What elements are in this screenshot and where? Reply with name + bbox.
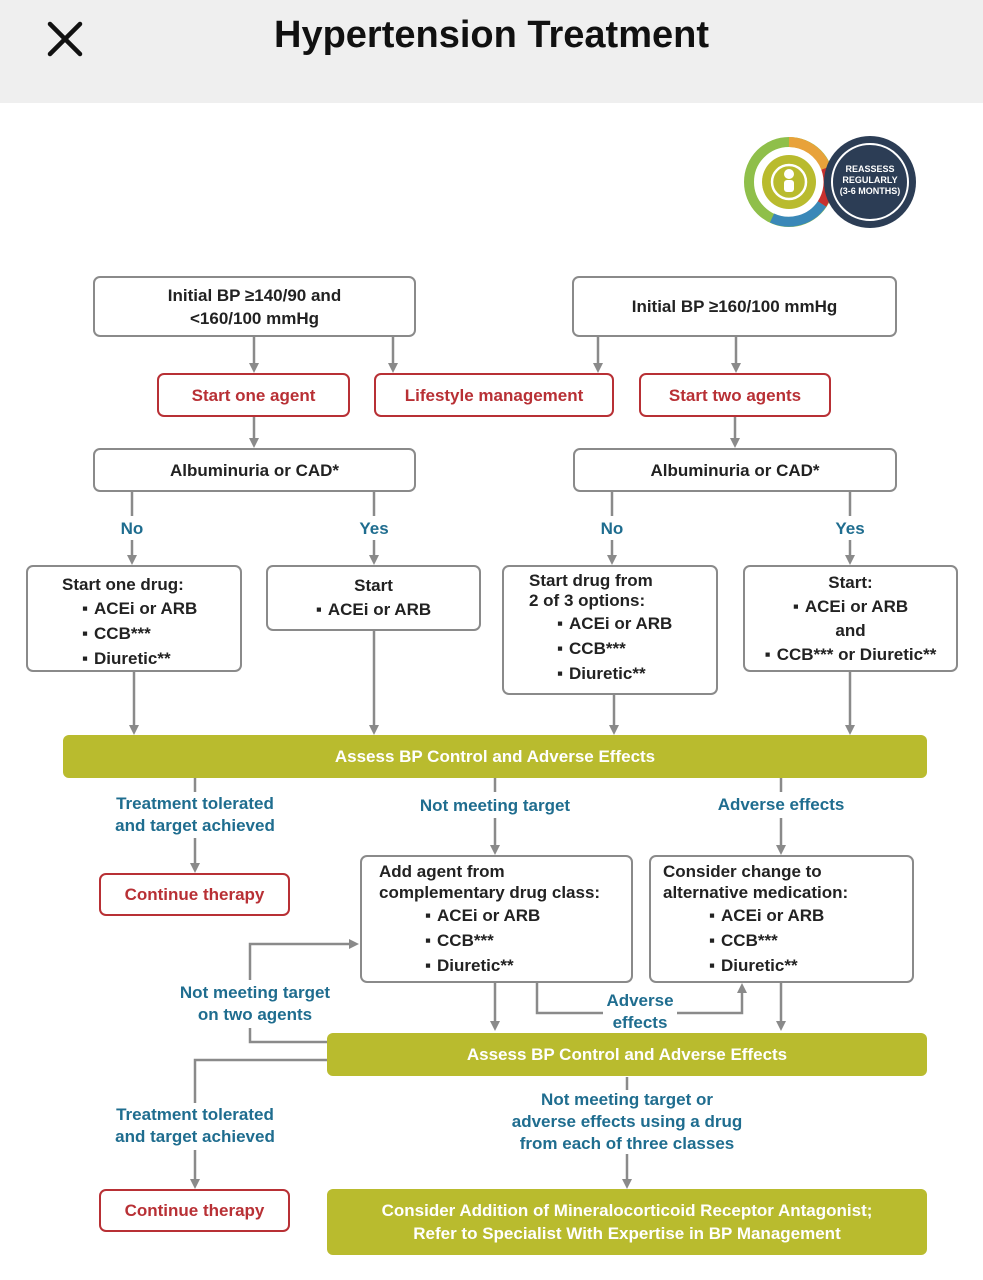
not-meeting-two-agents-label: Not meeting target on two agents bbox=[160, 982, 350, 1026]
start-one-drug-item-1: ACEi or ARB bbox=[62, 596, 240, 621]
add-agent-line2: complementary drug class: bbox=[379, 883, 601, 902]
branch-no-left: No bbox=[120, 519, 144, 538]
consider-change-box: Consider change to alternative medicatio… bbox=[649, 855, 914, 983]
lifestyle-management-text: Lifestyle management bbox=[404, 385, 584, 405]
tolerated-1-line2: and target achieved bbox=[115, 816, 275, 835]
continue-therapy-2-text: Continue therapy bbox=[124, 1201, 265, 1220]
not-meeting-three-line1: Not meeting target or bbox=[541, 1090, 713, 1109]
initial-bp-moderate-box: Initial BP ≥140/90 and <160/100 mmHg bbox=[93, 276, 416, 337]
cycle-arrows-icon bbox=[744, 136, 916, 228]
tolerated-label-2: Treatment tolerated and target achieved bbox=[95, 1104, 295, 1148]
badge-line-3: (3-6 MONTHS) bbox=[839, 186, 901, 196]
combo-and: and bbox=[835, 620, 866, 640]
start-acei-item: ACEi or ARB bbox=[316, 597, 431, 622]
start-acei-title: Start bbox=[354, 576, 393, 595]
not-meeting-three-line2: adverse effects using a drug bbox=[511, 1112, 743, 1131]
adverse-small-line1: Adverse bbox=[606, 991, 674, 1010]
not-meeting-two-line2: on two agents bbox=[197, 1005, 313, 1024]
adverse-effects-label: Adverse effects bbox=[717, 795, 845, 814]
branch-no-right: No bbox=[600, 519, 624, 538]
combo-item-1: ACEi or ARB bbox=[793, 594, 908, 619]
add-agent-box: Add agent from complementary drug class:… bbox=[360, 855, 633, 983]
close-x-icon[interactable] bbox=[40, 16, 90, 62]
two-of-three-item-3: Diuretic** bbox=[529, 661, 716, 686]
final-line1: Consider Addition of Mineralocorticoid R… bbox=[381, 1201, 873, 1220]
not-meeting-three-line3: from each of three classes bbox=[519, 1134, 735, 1153]
start-two-agents-box: Start two agents bbox=[639, 373, 831, 417]
start-one-drug-item-2: CCB*** bbox=[62, 621, 240, 646]
continue-therapy-1-text: Continue therapy bbox=[124, 885, 265, 904]
start-acei-box: Start ACEi or ARB bbox=[266, 565, 481, 631]
start-two-agents-text: Start two agents bbox=[668, 385, 802, 405]
adverse-effects-small-label: Adverse effects bbox=[600, 990, 680, 1034]
consider-change-item-3: Diuretic** bbox=[663, 953, 912, 978]
two-of-three-item-2: CCB*** bbox=[529, 636, 716, 661]
branch-yes-left: Yes bbox=[359, 519, 389, 538]
consider-change-line2: alternative medication: bbox=[663, 883, 849, 902]
not-meeting-target-label: Not meeting target bbox=[419, 796, 571, 815]
not-meeting-two-line1: Not meeting target bbox=[179, 983, 331, 1002]
start-one-agent-box: Start one agent bbox=[157, 373, 350, 417]
combo-item-2: CCB*** or Diuretic** bbox=[765, 642, 937, 667]
page-title: Hypertension Treatment bbox=[274, 14, 709, 56]
tolerated-1-line1: Treatment tolerated bbox=[116, 794, 274, 813]
top-bar: Hypertension Treatment bbox=[0, 0, 983, 103]
albuminuria-left-text: Albuminuria or CAD* bbox=[169, 460, 340, 480]
badge-line-2: REGULARLY bbox=[842, 175, 898, 185]
final-line2: Refer to Specialist With Expertise in BP… bbox=[413, 1224, 841, 1243]
reassess-badge: REASSESS REGULARLY (3-6 MONTHS) bbox=[742, 132, 922, 232]
not-meeting-three-label: Not meeting target or adverse effects us… bbox=[497, 1089, 757, 1155]
start-one-drug-item-3: Diuretic** bbox=[62, 646, 240, 671]
consider-change-item-2: CCB*** bbox=[663, 928, 912, 953]
albuminuria-right-box: Albuminuria or CAD* bbox=[573, 448, 897, 492]
assess-bp-bar-2: Assess BP Control and Adverse Effects bbox=[327, 1033, 927, 1076]
add-agent-item-1: ACEi or ARB bbox=[379, 903, 631, 928]
continue-therapy-box-2: Continue therapy bbox=[99, 1189, 290, 1232]
consider-change-item-1: ACEi or ARB bbox=[663, 903, 912, 928]
add-agent-item-2: CCB*** bbox=[379, 928, 631, 953]
albuminuria-right-text: Albuminuria or CAD* bbox=[650, 460, 820, 480]
initial-bp-moderate-line2: <160/100 mmHg bbox=[190, 308, 319, 328]
start-two-of-three-box: Start drug from 2 of 3 options: ACEi or … bbox=[502, 565, 718, 695]
lifestyle-management-box: Lifestyle management bbox=[374, 373, 614, 417]
initial-bp-high-text: Initial BP ≥160/100 mmHg bbox=[631, 297, 838, 316]
combo-title: Start: bbox=[828, 572, 873, 592]
adverse-small-line2: effects bbox=[612, 1013, 668, 1032]
assess-bp-bar-1: Assess BP Control and Adverse Effects bbox=[63, 735, 927, 778]
two-of-three-title-2: 2 of 3 options: bbox=[529, 591, 646, 610]
start-one-drug-box: Start one drug: ACEi or ARB CCB*** Diure… bbox=[26, 565, 242, 672]
two-of-three-item-1: ACEi or ARB bbox=[529, 611, 716, 636]
tolerated-label-1: Treatment tolerated and target achieved bbox=[95, 793, 295, 837]
final-recommendation-bar: Consider Addition of Mineralocorticoid R… bbox=[327, 1189, 927, 1255]
two-of-three-title-1: Start drug from bbox=[529, 571, 653, 590]
initial-bp-high-box: Initial BP ≥160/100 mmHg bbox=[572, 276, 897, 337]
add-agent-item-3: Diuretic** bbox=[379, 953, 631, 978]
start-one-agent-text: Start one agent bbox=[191, 385, 316, 405]
add-agent-line1: Add agent from bbox=[379, 862, 505, 881]
initial-bp-moderate-line1: Initial BP ≥140/90 and bbox=[167, 285, 342, 305]
badge-line-1: REASSESS bbox=[845, 164, 895, 174]
start-combo-box: Start: ACEi or ARB and CCB*** or Diureti… bbox=[743, 565, 958, 672]
tolerated-2-line2: and target achieved bbox=[115, 1127, 275, 1146]
albuminuria-left-box: Albuminuria or CAD* bbox=[93, 448, 416, 492]
tolerated-2-line1: Treatment tolerated bbox=[116, 1105, 274, 1124]
continue-therapy-box-1: Continue therapy bbox=[99, 873, 290, 916]
start-one-drug-title: Start one drug: bbox=[62, 575, 184, 594]
consider-change-line1: Consider change to bbox=[663, 862, 822, 881]
reassess-text: REASSESS REGULARLY (3-6 MONTHS) bbox=[825, 164, 915, 197]
branch-yes-right: Yes bbox=[835, 519, 865, 538]
